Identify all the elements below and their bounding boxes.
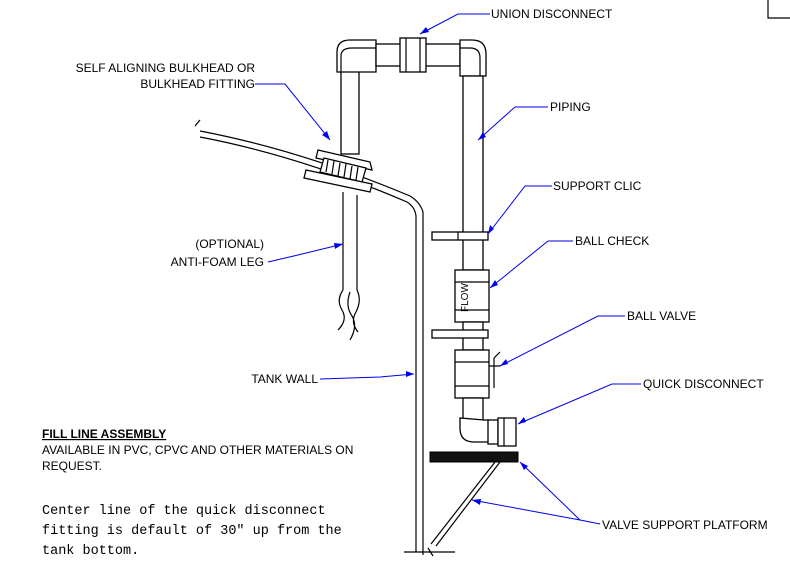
sheet-border [767, 0, 790, 19]
label-ball-valve: BALL VALVE [627, 309, 696, 323]
label-bulkhead-line1: SELF ALIGNING BULKHEAD OR [76, 61, 256, 75]
tank-wall [194, 119, 455, 557]
union-disconnect [399, 37, 427, 73]
leader-lines [255, 13, 641, 525]
bulkhead-fitting [303, 149, 373, 193]
label-union-disconnect: UNION DISCONNECT [491, 7, 613, 21]
label-piping: PIPING [550, 100, 591, 114]
label-optional: (OPTIONAL) [195, 237, 264, 251]
notes-title: FILL LINE ASSEMBLY [42, 427, 166, 441]
ball-valve [454, 349, 490, 399]
label-support-clic: SUPPORT CLIC [553, 179, 642, 193]
label-anti-foam-leg: ANTI-FOAM LEG [171, 255, 264, 269]
label-flow: FLOW [460, 283, 471, 312]
center-line-note-2: fitting is default of 30" up from the [42, 524, 342, 539]
center-line-note-1: Center line of the quick disconnect [42, 504, 326, 519]
quick-disconnect [487, 419, 499, 445]
piping [336, 37, 517, 447]
notes-line1: AVAILABLE IN PVC, CPVC AND OTHER MATERIA… [42, 443, 353, 457]
label-quick-disconnect: QUICK DISCONNECT [643, 377, 764, 391]
label-ball-check: BALL CHECK [575, 234, 649, 248]
center-line-note-3: tank bottom. [42, 544, 139, 559]
label-tank-wall: TANK WALL [251, 372, 318, 386]
valve-support-platform [429, 451, 519, 547]
support-clic [431, 231, 489, 241]
label-valve-support-platform: VALVE SUPPORT PLATFORM [602, 518, 768, 532]
anti-foam-leg [337, 192, 360, 341]
notes-line2: REQUEST. [42, 459, 102, 473]
label-bulkhead-line2: BULKHEAD FITTING [140, 77, 255, 91]
